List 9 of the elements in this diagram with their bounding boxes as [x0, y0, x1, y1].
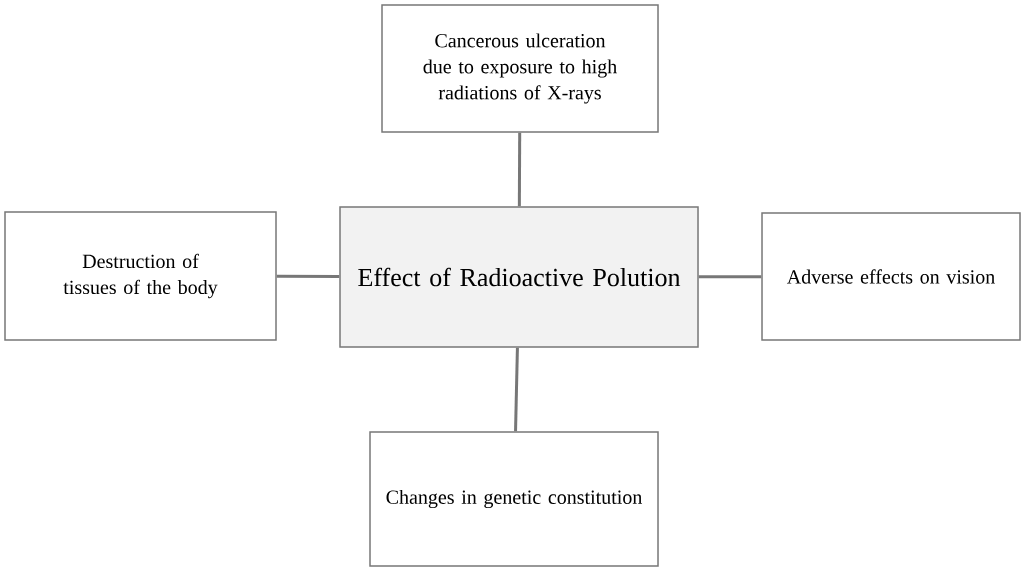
connector-line [517, 132, 522, 207]
connector-line [276, 274, 340, 279]
topic-box: Effect of Radioactive Polution [339, 206, 699, 348]
connector-line [698, 275, 762, 279]
effect-box: Cancerous ulceration due to exposure to high radiations of X-rays [381, 4, 659, 133]
effect-box: Adverse effects on vision [761, 212, 1021, 341]
effect-box: Destruction of tissues of the body [4, 211, 277, 341]
effect-box: Changes in genetic constitution [369, 431, 659, 567]
connector-line [514, 347, 519, 432]
